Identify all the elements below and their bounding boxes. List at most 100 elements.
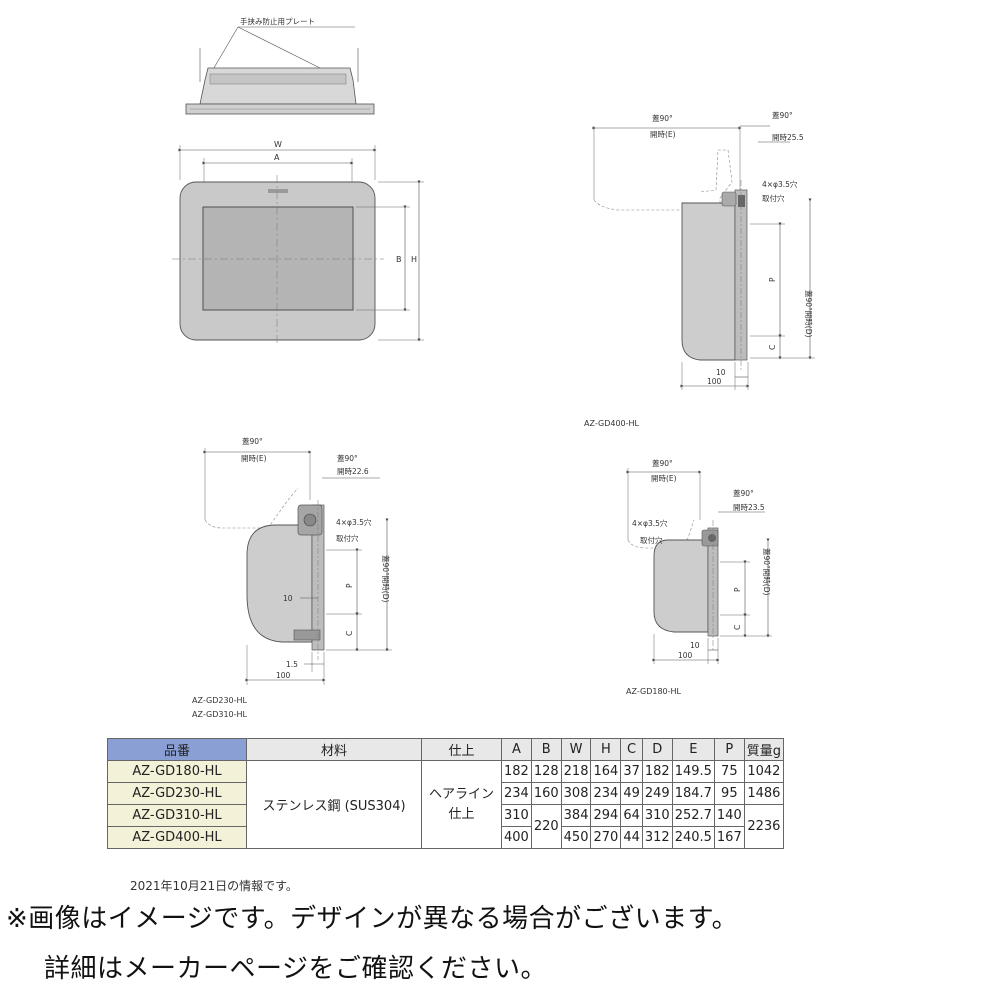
gd400-open-e: 開時(E) <box>650 130 676 139</box>
header-finish: 仕上 <box>421 738 502 761</box>
cell-p: 75 <box>713 760 745 783</box>
finish-line1: ヘアライン <box>428 787 494 802</box>
cell-d: 312 <box>641 826 673 849</box>
cell-e: 184.7 <box>671 782 715 805</box>
gd230-p: P <box>345 583 354 588</box>
cell-w: 308 <box>560 782 592 805</box>
dim-h: H <box>411 255 417 264</box>
gd400-hundred: 100 <box>707 377 722 386</box>
gd180-hole: 4×φ3.5穴 <box>632 518 668 528</box>
cell-e: 252.7 <box>671 804 715 827</box>
header-a: A <box>501 738 532 761</box>
cell-p: 140 <box>713 804 745 827</box>
gd400-caption: AZ-GD400-HL <box>584 419 640 428</box>
cell-c: 37 <box>620 760 643 783</box>
gd400-open-d: 蓋90°開時(D) <box>804 290 814 337</box>
gd180-p: P <box>733 587 742 592</box>
table-header-row: 品番 材料 仕上 A B W H C D E P 質量g <box>107 738 785 761</box>
gd400-lid-e: 蓋90° <box>652 113 673 123</box>
header-material: 材料 <box>246 738 422 761</box>
side-view-gd400: 蓋90° 開時(E) 蓋90° 開時25.5 4×φ3.5穴 取付穴 P C 蓋… <box>584 110 815 428</box>
gd180-caption: AZ-GD180-HL <box>626 687 682 696</box>
cell-w: 384 <box>560 804 592 827</box>
cell-h: 294 <box>590 804 622 827</box>
cell-e: 149.5 <box>671 760 715 783</box>
cell-p: 167 <box>713 826 745 849</box>
gd400-hole2: 取付穴 <box>762 193 785 203</box>
technical-drawing: 手挟み防止用プレート W A B H <box>172 16 815 719</box>
side-view-gd230-gd310: 蓋90° 開時(E) 蓋90° 開時22.6 4×φ3.5穴 取付穴 P C 蓋… <box>192 436 392 719</box>
cell-b: 128 <box>530 760 562 783</box>
header-c: C <box>620 738 643 761</box>
gd230-hole2: 取付穴 <box>336 533 359 543</box>
plate-callout: 手挟み防止用プレート <box>240 16 315 26</box>
cell-h: 234 <box>590 782 622 805</box>
cell-d: 249 <box>641 782 673 805</box>
gd180-open-e: 開時(E) <box>651 474 677 483</box>
header-mass: 質量g <box>743 738 785 761</box>
cell-finish: ヘアライン仕上 <box>421 760 502 849</box>
gd230-c: C <box>345 631 354 636</box>
spec-table: 品番 材料 仕上 A B W H C D E P 質量g AZ-GD180-HL… <box>107 738 785 849</box>
dim-a: A <box>274 153 280 162</box>
cell-c: 49 <box>620 782 643 805</box>
cell-model: AZ-GD400-HL <box>107 826 247 849</box>
gd400-open-val: 開時25.5 <box>772 133 804 142</box>
cell-a: 310 <box>501 804 532 827</box>
cell-d: 310 <box>641 804 673 827</box>
gd180-hole2: 取付穴 <box>640 535 663 545</box>
cell-p: 95 <box>713 782 745 805</box>
gd400-lid: 蓋90° <box>772 110 793 120</box>
side-view-gd180: 蓋90° 開時(E) 蓋90° 開時23.5 4×φ3.5穴 取付穴 P C 蓋… <box>626 458 772 696</box>
cell-h: 164 <box>590 760 622 783</box>
gd180-lid-e: 蓋90° <box>652 458 673 468</box>
gd230-open-val: 開時22.6 <box>337 467 369 476</box>
image-disclaimer: ※画像はイメージです。デザインが異なる場合がございます。 <box>6 904 739 934</box>
gd400-p: P <box>768 277 777 282</box>
cell-material: ステンレス鋼 (SUS304) <box>246 760 422 849</box>
gd230-hundred: 100 <box>276 671 291 680</box>
cell-e: 240.5 <box>671 826 715 849</box>
gd400-c: C <box>768 345 777 350</box>
header-d: D <box>641 738 673 761</box>
gd400-hole: 4×φ3.5穴 <box>762 179 798 189</box>
gd230-lid: 蓋90° <box>337 453 358 463</box>
cell-model: AZ-GD310-HL <box>107 804 247 827</box>
dim-w: W <box>274 140 282 149</box>
table-row: AZ-GD310-HL 310 220 384 294 64 310 252.7… <box>107 804 785 849</box>
gd230-ten: 10 <box>283 594 293 603</box>
cell-d: 182 <box>641 760 673 783</box>
gd180-open-val: 開時23.5 <box>733 503 765 512</box>
cell-a: 400 <box>501 826 532 849</box>
cell-model: AZ-GD180-HL <box>107 760 247 783</box>
header-w: W <box>560 738 592 761</box>
gd180-open-d: 蓋90°開時(D) <box>762 548 772 595</box>
cell-c: 44 <box>620 826 643 849</box>
gd230-one-five: 1.5 <box>286 660 298 669</box>
table-row: AZ-GD180-HL ステンレス鋼 (SUS304) ヘアライン仕上 182 … <box>107 760 785 849</box>
gd310-caption: AZ-GD310-HL <box>192 710 248 719</box>
cell-c: 64 <box>620 804 643 827</box>
date-note: 2021年10月21日の情報です。 <box>130 879 298 893</box>
header-b: B <box>530 738 562 761</box>
gd180-lid: 蓋90° <box>733 488 754 498</box>
cell-b-merged: 220 <box>530 804 562 849</box>
cell-model: AZ-GD230-HL <box>107 782 247 805</box>
header-model: 品番 <box>107 738 247 761</box>
cell-mass: 1042 <box>743 760 785 783</box>
cell-h: 270 <box>590 826 622 849</box>
front-view: W A B H <box>172 140 424 345</box>
header-h: H <box>590 738 622 761</box>
cell-w: 450 <box>560 826 592 849</box>
gd180-hundred: 100 <box>678 651 693 660</box>
gd230-caption: AZ-GD230-HL <box>192 696 248 705</box>
gd230-open-d: 蓋90°開時(D) <box>381 555 391 602</box>
top-elevation-view: 手挟み防止用プレート <box>185 16 375 115</box>
gd230-open-e: 開時(E) <box>241 454 267 463</box>
table-row: AZ-GD400-HL 400 450 270 44 312 240.5 167 <box>107 826 784 849</box>
gd180-ten: 10 <box>690 641 700 650</box>
cell-b: 160 <box>530 782 562 805</box>
gd230-lid-e: 蓋90° <box>242 436 263 446</box>
finish-line2: 仕上 <box>448 806 475 822</box>
cell-mass-merged: 2236 <box>743 804 785 849</box>
